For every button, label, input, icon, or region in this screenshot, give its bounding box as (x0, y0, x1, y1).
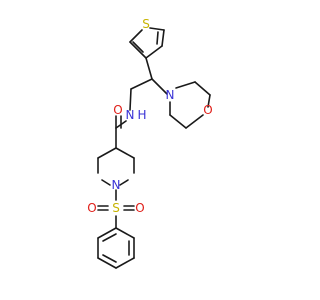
bond-pip-1 (115, 147, 135, 159)
bond-morph-1 (175, 81, 196, 89)
bond-pip-6 (97, 147, 117, 159)
bond-morph-2 (194, 81, 211, 96)
bond-morph-4 (185, 114, 204, 129)
bond-morph-3 (207, 94, 211, 108)
bond-ph-6b (102, 233, 117, 242)
bond-thiophene-3 (161, 29, 165, 47)
bond-thiophene-2 (149, 27, 165, 31)
thiophene-sulfur-label: S (142, 17, 150, 31)
bond-ph-3 (115, 257, 135, 269)
sulfonyl-oxygen-right-label: O (135, 201, 144, 215)
bond-ph-1 (115, 227, 135, 239)
bond-morph-5 (169, 114, 187, 129)
bond-thiophene-1 (129, 29, 143, 43)
carbonyl-oxygen-label: O (113, 103, 122, 117)
bond-pip-4 (101, 179, 111, 186)
bond-ch-ch2 (130, 78, 153, 90)
bond-ch2-nh (129, 88, 132, 111)
amide-nitrogen-label: N (126, 108, 135, 122)
bond-pip-3 (119, 179, 129, 186)
atom-labels-group: S N O N H O N S O O (87, 17, 212, 215)
molecule-structure: S N O N H O N S O O (87, 17, 213, 269)
morpholine-oxygen-label: O (203, 103, 212, 117)
piperidine-nitrogen-label: N (112, 178, 121, 192)
bond-ph-4 (97, 257, 117, 269)
bond-thiophene-3b (156, 31, 159, 45)
bond-thiophene-4 (145, 45, 163, 59)
bond-ch-morpholine-n (151, 78, 168, 95)
bond-ph-6 (97, 227, 117, 239)
bonds-group (97, 27, 211, 269)
bond-thiophene-ch (145, 57, 153, 80)
morpholine-nitrogen-label: N (166, 88, 175, 102)
bond-thiophene-5 (129, 41, 147, 59)
sulfonyl-oxygen-left-label: O (87, 201, 96, 215)
molecule-canvas: S N O N H O N S O O (87, 17, 213, 269)
bond-ph-4b (102, 254, 117, 263)
sulfonyl-sulfur-label: S (112, 201, 120, 215)
amide-hydrogen-label: H (137, 108, 146, 122)
bond-thiophene-5b (132, 41, 144, 53)
